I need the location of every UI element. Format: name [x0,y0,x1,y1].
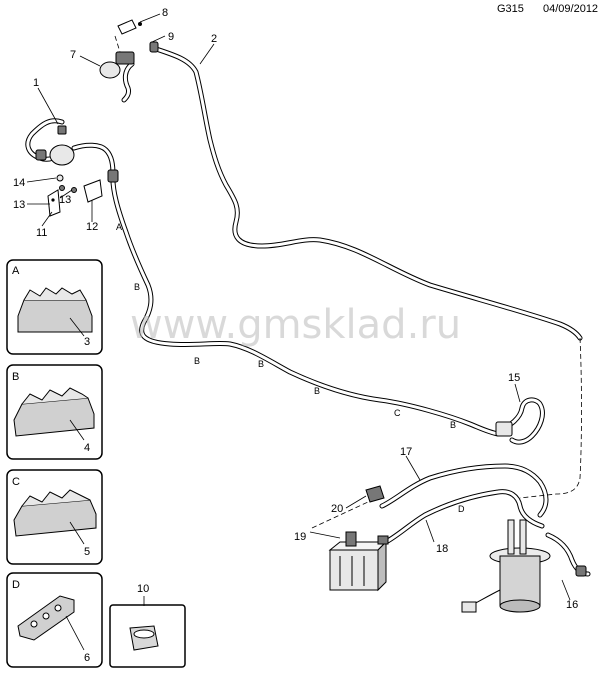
route-tag-c: C [394,408,401,418]
inset-box-b [6,364,103,460]
inset-box-a [6,259,103,355]
fasteners-13-14 [56,174,77,193]
route-tag-b3: B [258,359,264,369]
callout-18: 18 [436,543,448,555]
line-17 [379,463,549,518]
callout-17: 17 [400,446,412,458]
callout-13-left: 13 [13,199,25,211]
route-tags: A B B B B C B D [116,222,465,514]
callout-12: 12 [86,221,98,233]
hose-16 [545,532,591,577]
inset-box-c [6,469,103,565]
inset-letter-a: A [12,265,20,277]
route-tag-b2: B [194,356,200,366]
route-tag-a: A [116,222,122,232]
callout-16: 16 [566,599,578,611]
callout-3: 3 [84,336,90,348]
inset-letters: A B C D [12,265,20,591]
callouts: 1 2 3 4 5 6 7 8 9 10 11 12 13 13 14 15 1… [13,7,578,664]
evap-canister-19 [328,531,389,592]
callout-13-right: 13 [59,194,71,206]
route-tag-b1: B [134,282,140,292]
inset-letter-d: D [12,579,20,591]
bracket-12 [83,179,103,203]
callout-11: 11 [36,227,47,239]
canister-purge-valve-1 [25,118,119,183]
callout-4: 4 [84,442,90,454]
callout-6: 6 [84,652,90,664]
callout-15: 15 [508,372,520,384]
inset-letter-b: B [12,371,19,383]
fuel-feed-line [110,172,501,437]
callout-9: 9 [168,31,174,43]
inset-box-d [6,572,103,668]
diagram-date: 04/09/2012 [543,3,599,15]
callout-14: 14 [13,177,25,189]
bracket-8 [117,19,142,35]
inset-box-10 [109,604,186,668]
callout-7: 7 [70,49,76,61]
callout-19: 19 [294,531,306,543]
purge-solenoid-7 [99,41,159,103]
callout-8: 8 [162,7,168,19]
route-tag-d: D [458,504,465,514]
route-tag-b4: B [314,386,320,396]
watermark: www.gmsklad.ru [130,302,461,348]
callout-10: 10 [137,583,149,595]
leader-lines [26,13,571,651]
callout-2: 2 [211,33,217,45]
diagram-code: G315 [497,3,524,15]
callout-5: 5 [84,546,90,558]
sensor-20 [365,485,385,503]
vapor-line-2 [150,45,583,341]
route-tag-b5: B [450,420,456,430]
fuel-pump-module [461,519,551,613]
callout-20: 20 [331,503,343,515]
line-18 [383,489,545,545]
callout-1: 1 [33,77,39,89]
dashed-connections [114,35,582,529]
bracket-11 [47,189,61,217]
hose-15 [495,397,545,445]
inset-letter-c: C [12,476,20,488]
